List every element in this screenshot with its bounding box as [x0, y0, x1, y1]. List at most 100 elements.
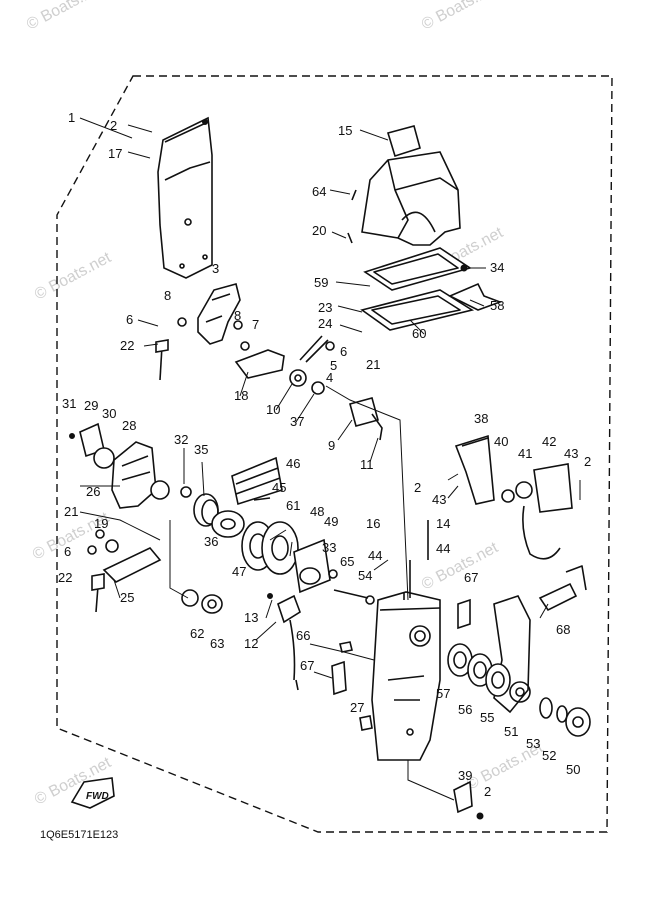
label-2-top: 2: [110, 118, 117, 133]
trim-switch-parts: [181, 589, 223, 614]
label-67-a: 67: [300, 658, 314, 673]
neutral-switch: [267, 593, 301, 691]
label-43-a: 43: [564, 446, 578, 461]
label-57: 57: [436, 686, 450, 701]
throttle-lever-right: [493, 595, 591, 737]
lever-bracket: [177, 283, 250, 351]
right-washers: [447, 643, 511, 697]
label-61: 61: [286, 498, 300, 513]
label-16: 16: [366, 516, 380, 531]
label-8-a: 8: [164, 288, 171, 303]
label-1: 1: [68, 110, 75, 125]
label-33: 33: [322, 540, 336, 555]
label-2-right: 2: [584, 454, 591, 469]
label-25: 25: [120, 590, 134, 605]
diagram-code: 1Q6E5171E123: [40, 829, 118, 841]
label-3: 3: [212, 261, 219, 276]
label-56: 56: [458, 702, 472, 717]
label-58: 58: [490, 298, 504, 313]
label-65: 65: [340, 554, 354, 569]
label-32: 32: [174, 432, 188, 447]
label-37: 37: [290, 414, 304, 429]
label-28: 28: [122, 418, 136, 433]
label-20: 20: [312, 223, 326, 238]
label-39: 39: [458, 768, 472, 783]
label-62: 62: [190, 626, 204, 641]
label-51: 51: [504, 724, 518, 739]
fwd-arrow: FWD: [70, 777, 115, 809]
label-22-b: 22: [58, 570, 72, 585]
label-40: 40: [494, 434, 508, 449]
main-housing: [371, 520, 441, 761]
friction-washers: [211, 510, 299, 575]
label-15: 15: [338, 123, 352, 138]
label-23: 23: [318, 300, 332, 315]
label-6-c: 6: [64, 544, 71, 559]
shift-lever-right: [454, 434, 587, 612]
label-21-a: 21: [366, 357, 380, 372]
label-45: 45: [272, 480, 286, 495]
label-22-a: 22: [120, 338, 134, 353]
label-2-mid: 2: [414, 480, 421, 495]
label-11: 11: [360, 457, 374, 472]
label-36: 36: [204, 534, 218, 549]
label-59: 59: [314, 275, 328, 290]
fwd-label: FWD: [86, 791, 109, 802]
label-7: 7: [252, 317, 259, 332]
assembly-boundary: [56, 75, 613, 833]
label-13: 13: [244, 610, 258, 625]
leader-lines: [79, 117, 581, 679]
shift-linkage: [155, 335, 383, 441]
watermark-top-left: © Boats.net: [24, 0, 106, 34]
label-68: 68: [556, 622, 570, 637]
label-64: 64: [312, 184, 326, 199]
part-labels: 1 2 17 3 8 8 7 6 22 18 10 37 4 5 6 21 9 …: [58, 110, 591, 799]
label-46: 46: [286, 456, 300, 471]
lower-bracket: [87, 529, 162, 613]
label-34: 34: [490, 260, 504, 275]
label-4: 4: [326, 370, 333, 385]
label-27: 27: [350, 700, 364, 715]
label-21-b: 21: [64, 504, 78, 519]
watermark-right-lower: © Boats.net: [419, 539, 501, 594]
label-35: 35: [194, 442, 208, 457]
label-60: 60: [412, 326, 426, 341]
label-14: 14: [436, 516, 450, 531]
label-24: 24: [318, 316, 332, 331]
label-8-b: 8: [234, 308, 241, 323]
label-41: 41: [518, 446, 532, 461]
label-44-b: 44: [436, 541, 450, 556]
throttle-assembly: [69, 422, 219, 527]
label-5: 5: [330, 358, 337, 373]
label-17: 17: [108, 146, 122, 161]
bottom-bracket: [407, 760, 484, 820]
label-47: 47: [232, 564, 246, 579]
label-48: 48: [310, 504, 324, 519]
watermark-left-middle: © Boats.net: [32, 249, 114, 304]
label-53: 53: [526, 736, 540, 751]
label-31: 31: [62, 396, 76, 411]
label-26: 26: [86, 484, 100, 499]
label-63: 63: [210, 636, 224, 651]
label-55: 55: [480, 710, 494, 725]
label-52: 52: [542, 748, 556, 763]
label-2-bottom: 2: [484, 784, 491, 799]
mounting-plate: [157, 116, 213, 279]
label-44-a: 44: [368, 548, 382, 563]
label-50: 50: [566, 762, 580, 777]
label-49: 49: [324, 514, 338, 529]
label-10: 10: [266, 402, 280, 417]
label-19: 19: [94, 516, 108, 531]
handle-grip: [231, 456, 283, 506]
top-gaskets: [360, 247, 503, 331]
label-66: 66: [296, 628, 310, 643]
watermark-top-right: © Boats.net: [419, 0, 501, 34]
label-30: 30: [102, 406, 116, 421]
label-6-a: 6: [126, 312, 133, 327]
watermarks: © Boats.net © Boats.net © Boats.net © Bo…: [24, 0, 546, 809]
label-6-b: 6: [340, 344, 347, 359]
label-67-b: 67: [464, 570, 478, 585]
label-9: 9: [328, 438, 335, 453]
label-54: 54: [358, 568, 372, 583]
